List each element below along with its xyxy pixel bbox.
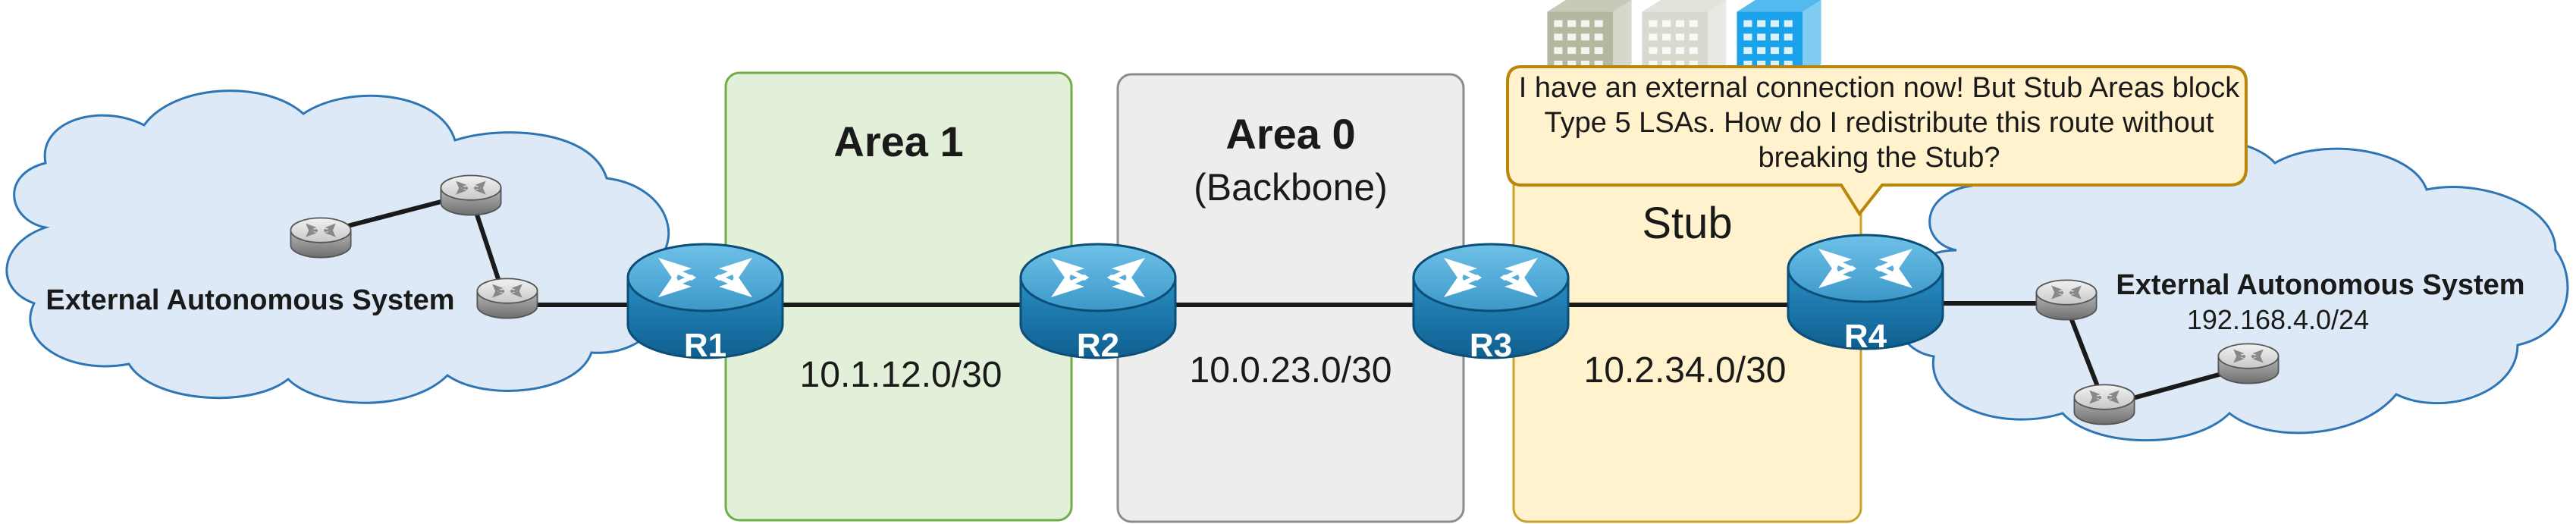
router-r2[interactable]: R2 — [1019, 243, 1177, 364]
small-router-icon — [2073, 384, 2135, 425]
small-router-icon — [290, 217, 352, 259]
router-r4[interactable]: R4 — [1787, 234, 1944, 355]
subnet-r3-r4: 10.2.34.0/30 — [1584, 350, 1787, 391]
area-0-subtitle: (Backbone) — [1194, 166, 1388, 209]
external-as-right-label: External Autonomous System — [2116, 269, 2524, 301]
callout-text: I have an external connection now! But S… — [1518, 72, 2240, 174]
subnet-r2-r3: 10.0.23.0/30 — [1190, 350, 1392, 391]
small-router-icon — [476, 278, 538, 319]
buildings — [1547, 0, 1821, 76]
building-icon — [1737, 0, 1821, 76]
router-label: R3 — [1470, 327, 1512, 364]
area-0-title: Area 0 — [1225, 110, 1355, 158]
stub-area-title: Stub — [1642, 199, 1732, 248]
small-router-icon — [440, 174, 502, 216]
building-icon — [1547, 0, 1632, 76]
router-label: R1 — [684, 327, 726, 364]
callout-bubble — [1506, 65, 2248, 217]
area-1-title: Area 1 — [833, 118, 963, 165]
external-as-left-label: External Autonomous System — [45, 284, 454, 316]
external-as-right-subnet: 192.168.4.0/24 — [2187, 304, 2369, 335]
router-label: R4 — [1844, 318, 1887, 355]
router-r1[interactable]: R1 — [626, 243, 784, 364]
building-icon — [1642, 0, 1727, 76]
subnet-r1-r2: 10.1.12.0/30 — [800, 355, 1002, 395]
small-router-icon — [2035, 279, 2098, 321]
router-label: R2 — [1077, 327, 1119, 364]
router-r3[interactable]: R3 — [1412, 243, 1570, 364]
small-router-icon — [2217, 343, 2279, 384]
